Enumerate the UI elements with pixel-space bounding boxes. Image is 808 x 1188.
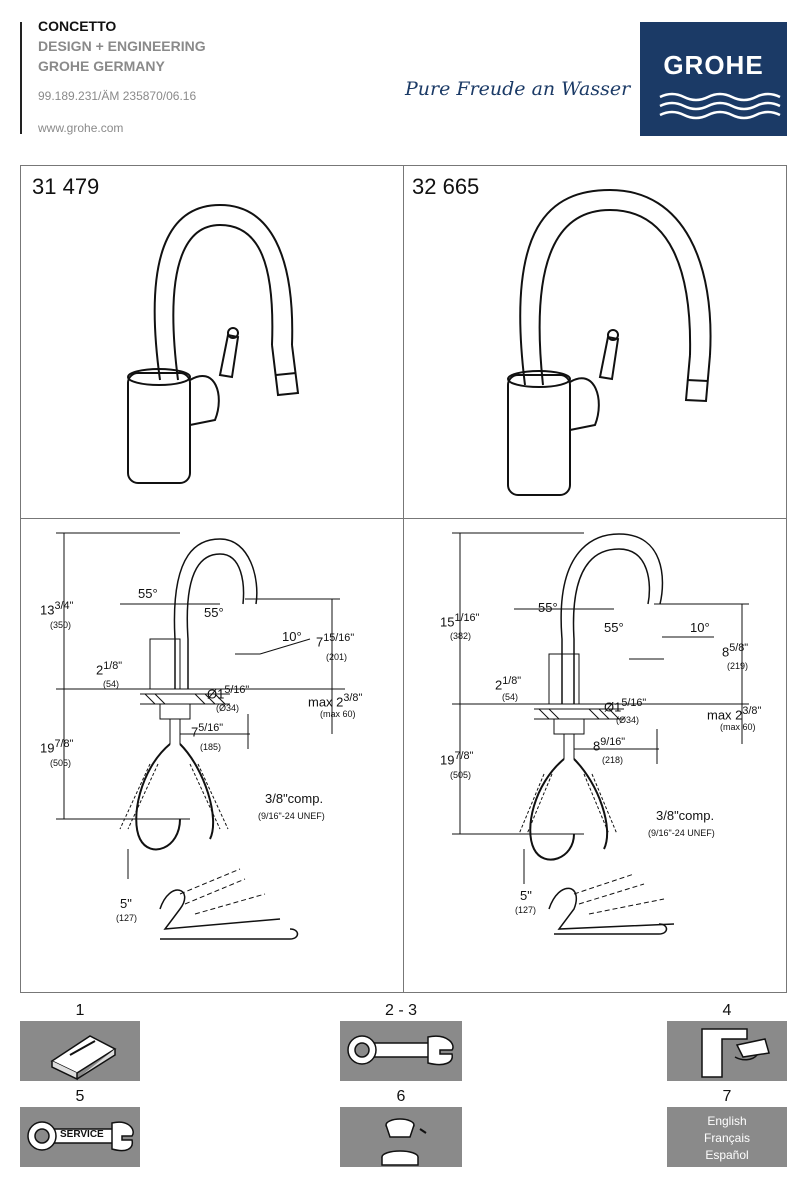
dim-hole-mm-left: (Ø34) bbox=[216, 703, 240, 713]
grohe-logo: GROHE bbox=[640, 22, 787, 136]
product-title: CONCETTO bbox=[38, 18, 117, 34]
dim-spout-right: 5" bbox=[520, 888, 532, 903]
dim-height-upper-mm-right: (382) bbox=[450, 631, 472, 641]
dim-max-left: max 23/8" bbox=[308, 692, 363, 710]
dim-angle-1-left: 55° bbox=[138, 586, 158, 601]
dim-comp-left: 3/8"comp. bbox=[265, 791, 324, 806]
faucet-illustration-right bbox=[507, 188, 712, 496]
dim-hole-right: Ø15/16" bbox=[604, 697, 647, 715]
dim-angle-2-left: 55° bbox=[204, 605, 224, 620]
website-link[interactable]: www.grohe.com bbox=[38, 121, 124, 135]
dim-max-right: max 23/8" bbox=[707, 705, 762, 723]
water-waves-icon bbox=[659, 92, 781, 120]
logo-text: GROHE bbox=[663, 50, 764, 80]
dim-height-lower-right: 197/8" bbox=[440, 750, 474, 768]
grid-divider-horizontal bbox=[20, 518, 787, 519]
step-number-4: 4 bbox=[722, 1002, 732, 1019]
header-company: GROHE GERMANY bbox=[38, 58, 165, 74]
model-number-left: 31 479 bbox=[32, 174, 100, 199]
step-4-panel[interactable] bbox=[667, 1021, 787, 1081]
faucet-cleaning-icon bbox=[701, 1028, 770, 1078]
manual-box-icon bbox=[50, 1035, 117, 1081]
step-1-panel[interactable] bbox=[20, 1021, 140, 1081]
dim-max-mm-left: (max 60) bbox=[320, 709, 356, 719]
header-subtitle: DESIGN + ENGINEERING bbox=[38, 38, 206, 54]
dim-spout-mm-left: (127) bbox=[116, 913, 138, 923]
grid-divider-vertical bbox=[403, 165, 404, 993]
document-number: 99.189.231/ÄM 235870/06.16 bbox=[38, 89, 197, 103]
step-number-1: 1 bbox=[75, 1002, 85, 1019]
dim-comp-right: 3/8"comp. bbox=[656, 808, 715, 823]
dim-reach-mm-left: (201) bbox=[326, 652, 348, 662]
dim-angle-2-right: 55° bbox=[604, 620, 624, 635]
dim-hole-left: Ø15/16" bbox=[207, 684, 250, 702]
dim-reach-mm-right: (219) bbox=[727, 661, 749, 671]
dim-spout-mm-right: (127) bbox=[515, 905, 537, 915]
language-espanol[interactable]: Español bbox=[705, 1148, 749, 1162]
dim-thread-left: (9/16"-24 UNEF) bbox=[258, 811, 325, 821]
service-wrench-icon bbox=[27, 1121, 134, 1152]
dim-height-upper-right: 151/16" bbox=[440, 612, 480, 630]
dim-base-mm-left: (54) bbox=[103, 679, 120, 689]
dim-height-lower-mm-right: (505) bbox=[450, 770, 472, 780]
step-number-7: 7 bbox=[722, 1088, 732, 1105]
dim-height-lower-left: 197/8" bbox=[40, 738, 74, 756]
dim-shank-mm-left: (185) bbox=[200, 742, 222, 752]
brand-slogan: Pure Freude an Wasser bbox=[405, 78, 631, 100]
dimension-drawing-right bbox=[452, 532, 749, 935]
dim-max-mm-right: (max 60) bbox=[720, 722, 756, 732]
service-label: SERVICE bbox=[60, 1129, 104, 1140]
step-number-6: 6 bbox=[396, 1088, 406, 1105]
dim-base-left: 21/8" bbox=[96, 660, 123, 678]
dim-thread-right: (9/16"-24 UNEF) bbox=[648, 828, 715, 838]
dim-angle-3-left: 10° bbox=[282, 629, 302, 644]
dim-shank-mm-right: (218) bbox=[602, 755, 624, 765]
dim-height-upper-mm-left: (350) bbox=[50, 620, 72, 630]
language-english[interactable]: English bbox=[707, 1114, 747, 1128]
step-2-3-panel[interactable] bbox=[340, 1021, 462, 1081]
dim-base-right: 21/8" bbox=[495, 675, 522, 693]
dim-shank-right: 89/16" bbox=[593, 736, 626, 754]
dim-angle-3-right: 10° bbox=[690, 620, 710, 635]
dim-base-mm-right: (54) bbox=[502, 692, 519, 702]
dim-angle-1-right: 55° bbox=[538, 600, 558, 615]
faucet-illustration-left bbox=[127, 203, 300, 484]
language-francais[interactable]: Français bbox=[703, 1131, 750, 1145]
step-number-2-3: 2 - 3 bbox=[384, 1002, 417, 1019]
step-6-panel[interactable] bbox=[340, 1107, 462, 1167]
step-7-panel[interactable]: English Français Español bbox=[667, 1107, 787, 1167]
dim-spout-left: 5" bbox=[120, 896, 132, 911]
dim-height-upper-left: 133/4" bbox=[40, 600, 74, 618]
dim-height-lower-mm-left: (505) bbox=[50, 758, 72, 768]
wrench-icon bbox=[347, 1035, 454, 1066]
step-5-panel[interactable]: SERVICE bbox=[20, 1107, 140, 1167]
dim-reach-left: 715/16" bbox=[316, 632, 355, 650]
header-rule bbox=[20, 22, 22, 134]
lever-cartridge-icon bbox=[381, 1118, 427, 1166]
dim-reach-right: 85/8" bbox=[722, 642, 749, 660]
step-number-5: 5 bbox=[75, 1088, 85, 1105]
dimension-drawing-left bbox=[56, 532, 345, 940]
dim-shank-left: 75/16" bbox=[191, 722, 224, 740]
model-number-right: 32 665 bbox=[412, 174, 480, 199]
dim-hole-mm-right: (Ø34) bbox=[616, 715, 640, 725]
